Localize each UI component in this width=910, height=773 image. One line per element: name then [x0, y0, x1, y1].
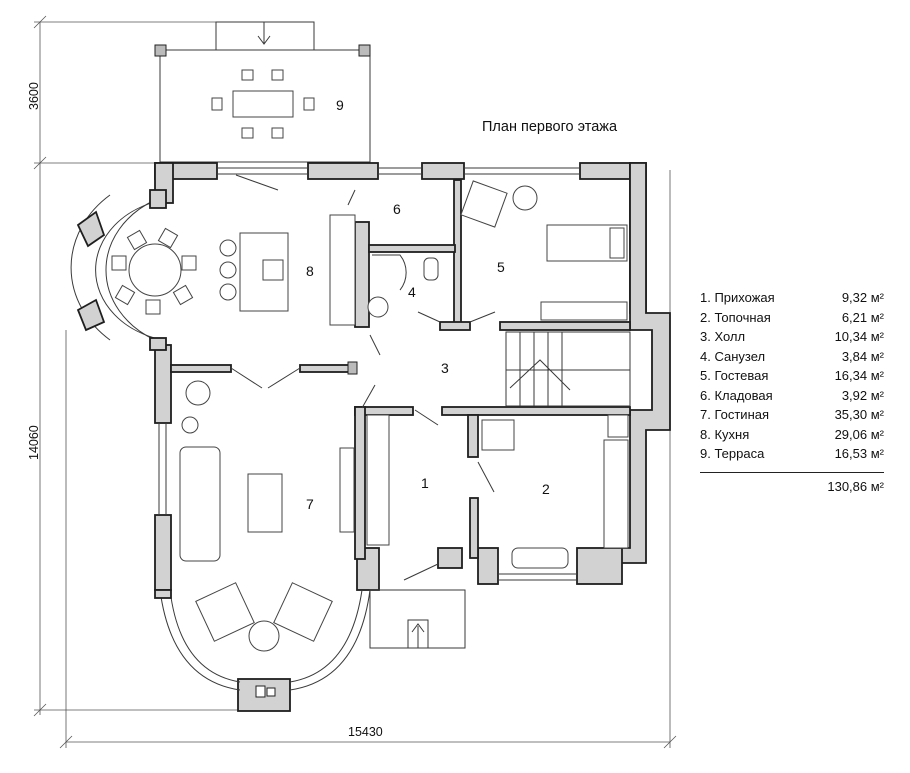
legend-room-area: 35,30 м² — [834, 407, 884, 422]
room-number-3: 3 — [441, 360, 449, 376]
entrance-porch — [369, 589, 466, 649]
exterior-walls — [154, 162, 671, 712]
legend-room-area: 16,34 м² — [834, 368, 884, 383]
legend-room-area: 10,34 м² — [834, 329, 884, 344]
legend-row: 3. Холл 10,34 м² — [700, 327, 884, 347]
room-number-5: 5 — [497, 259, 505, 275]
area-legend: 1. Прихожая 9,32 м² 2. Топочная 6,21 м² 3.… — [700, 288, 884, 494]
furniture — [179, 180, 629, 652]
legend-room-name: 1. Прихожая — [700, 290, 775, 305]
legend-row: 9. Терраса 16,53 м² — [700, 444, 884, 464]
room-number-6: 6 — [393, 201, 401, 217]
legend-row: 6. Кладовая 3,92 м² — [700, 386, 884, 406]
legend-room-area: 3,84 м² — [841, 348, 884, 364]
dimension-lines — [33, 15, 677, 749]
staircase — [505, 331, 631, 407]
room-number-1: 1 — [421, 475, 429, 491]
legend-room-area: 9,32 м² — [841, 290, 884, 305]
room-number-2: 2 — [542, 481, 550, 497]
legend-room-name: 9. Терраса — [700, 446, 765, 461]
room-number-9: 9 — [336, 97, 344, 113]
dimension-terrace-depth: 3600 — [27, 82, 41, 110]
plan-title: План первого этажа — [482, 119, 618, 135]
room-number-7: 7 — [306, 496, 314, 512]
legend-room-name: 5. Гостевая — [700, 368, 769, 383]
legend-room-name: 7. Гостиная — [700, 407, 770, 422]
legend-row: 7. Гостиная 35,30 м² — [700, 405, 884, 425]
legend-room-name: 4. Санузел — [700, 348, 766, 364]
legend-room-name: 2. Топочная — [700, 309, 771, 325]
legend-total-area: 130,86 м² — [827, 478, 884, 494]
legend-room-name: 6. Кладовая — [700, 387, 773, 403]
legend-divider — [700, 471, 884, 473]
legend-room-area: 6,21 м² — [841, 309, 884, 325]
kitchen-bay — [70, 189, 197, 351]
room-number-8: 8 — [306, 263, 314, 279]
legend-room-area: 3,92 м² — [841, 387, 884, 403]
legend-room-name: 8. Кухня — [700, 426, 750, 442]
door-swings — [230, 174, 496, 581]
terrace — [154, 21, 371, 163]
dimension-total-depth: 14060 — [27, 425, 41, 460]
legend-row: 1. Прихожая 9,32 м² — [700, 288, 884, 308]
legend-room-name: 3. Холл — [700, 329, 746, 344]
dimension-total-width: 15430 — [348, 725, 383, 739]
legend-row: 2. Топочная 6,21 м² — [700, 308, 884, 328]
legend-room-area: 16,53 м² — [834, 446, 884, 461]
legend-row: 5. Гостевая 16,34 м² — [700, 366, 884, 386]
legend-room-area: 29,06 м² — [834, 426, 884, 442]
legend-row: 8. Кухня 29,06 м² — [700, 425, 884, 445]
room-number-4: 4 — [408, 284, 416, 300]
living-bay — [154, 589, 371, 691]
legend-row: 4. Санузел 3,84 м² — [700, 347, 884, 367]
